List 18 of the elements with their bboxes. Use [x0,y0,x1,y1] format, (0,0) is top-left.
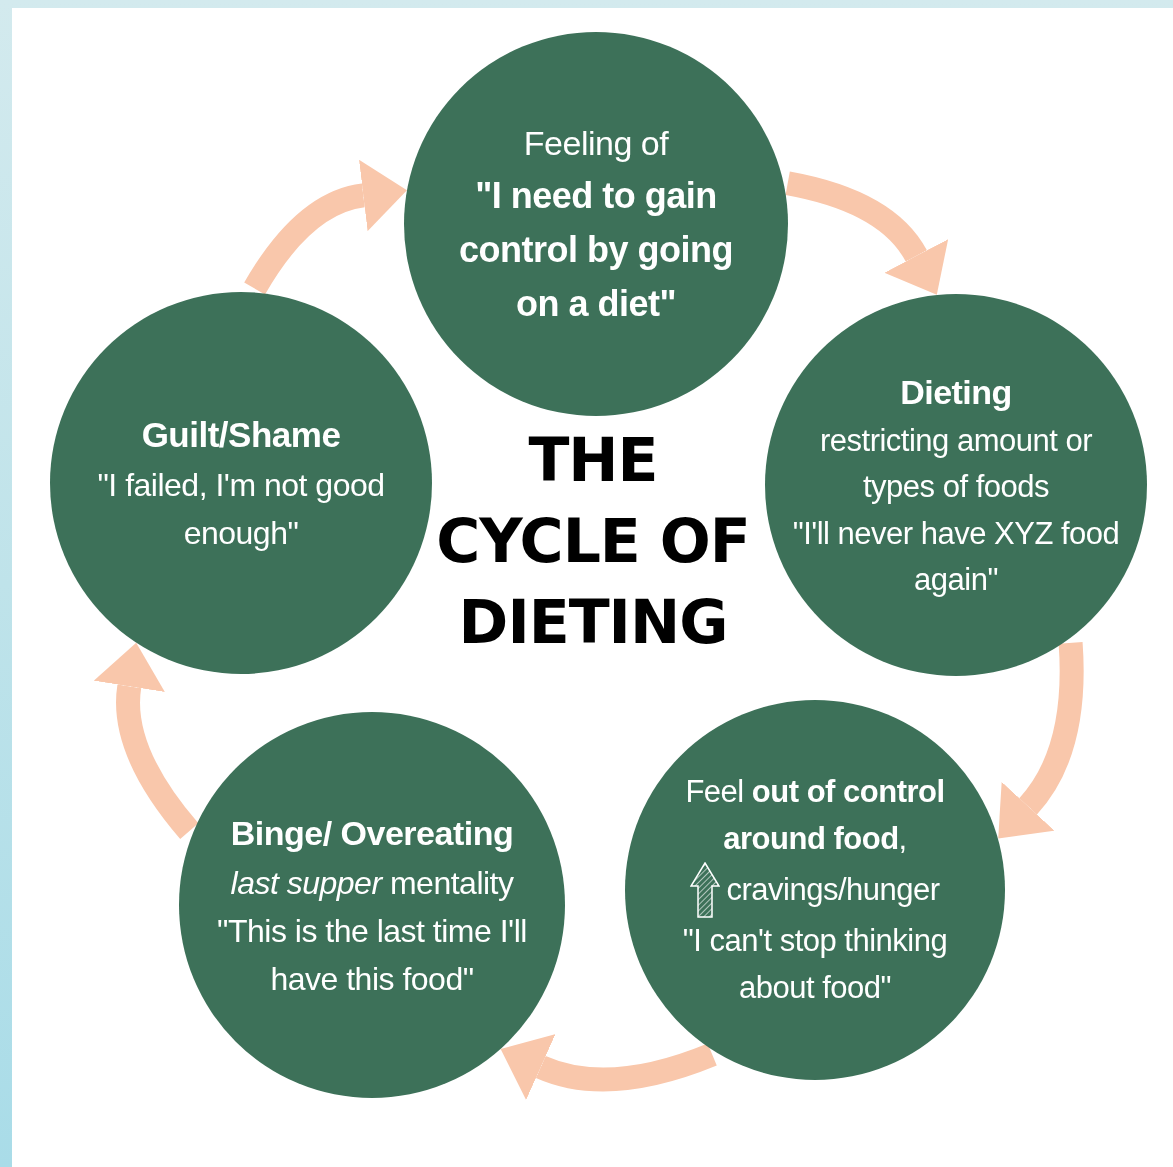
curved-arrow [785,171,948,294]
curved-arrow [999,642,1084,840]
stage-heading: Dieting [900,371,1012,413]
stage-text: "I'll never have XYZ food again" [791,514,1121,599]
stage-text: "I failed, I'm not good enough" [96,466,386,554]
curved-arrow [93,642,199,839]
curved-arrow [499,1033,717,1101]
stage-heading: Binge/ Overeating [230,812,514,854]
curved-arrow [244,159,407,295]
stage-text: cravings/hunger [726,870,940,909]
stage-text: "I can't stop thinking about food" [681,922,949,1007]
stage-text: "I need to gain control by going on a diet" [458,173,734,326]
stage-text: "This is the last time I'll have this food" [216,911,528,999]
stage-text: restricting amount or types of foods [818,421,1094,506]
stage-text: last supper mentality [230,863,514,903]
stage-heading: Guilt/Shame [141,413,341,456]
stage-text: Feeling of [523,122,669,164]
diagram-title: THE CYCLE OF DIETING [435,424,751,659]
